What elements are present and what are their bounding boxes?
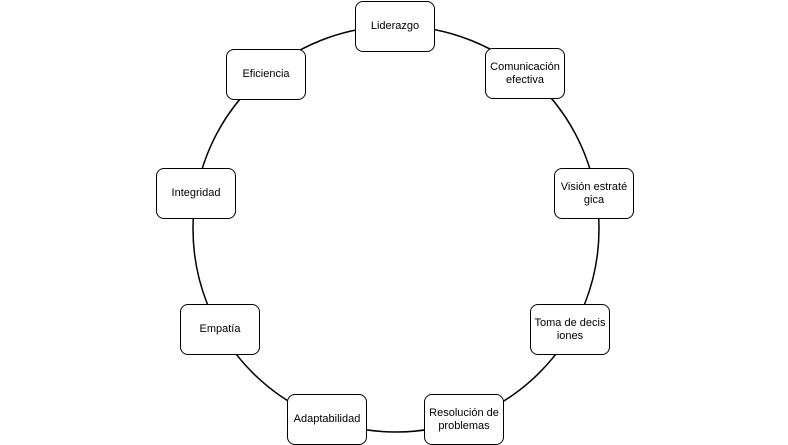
node-adaptabilidad: Adaptabilidad xyxy=(287,394,367,445)
node-integridad: Integridad xyxy=(156,168,236,219)
node-vision-estrategica: Visión estratégica xyxy=(554,168,634,219)
node-toma-de-decisiones: Toma de decisiones xyxy=(530,304,610,355)
node-empatia: Empatía xyxy=(180,304,260,355)
node-eficiencia: Eficiencia xyxy=(226,49,306,100)
node-resolucion-de-problemas: Resolución de problemas xyxy=(424,394,504,445)
node-comunicacion-efectiva: Comunicación efectiva xyxy=(485,48,565,99)
node-liderazgo: Liderazgo xyxy=(355,1,435,52)
